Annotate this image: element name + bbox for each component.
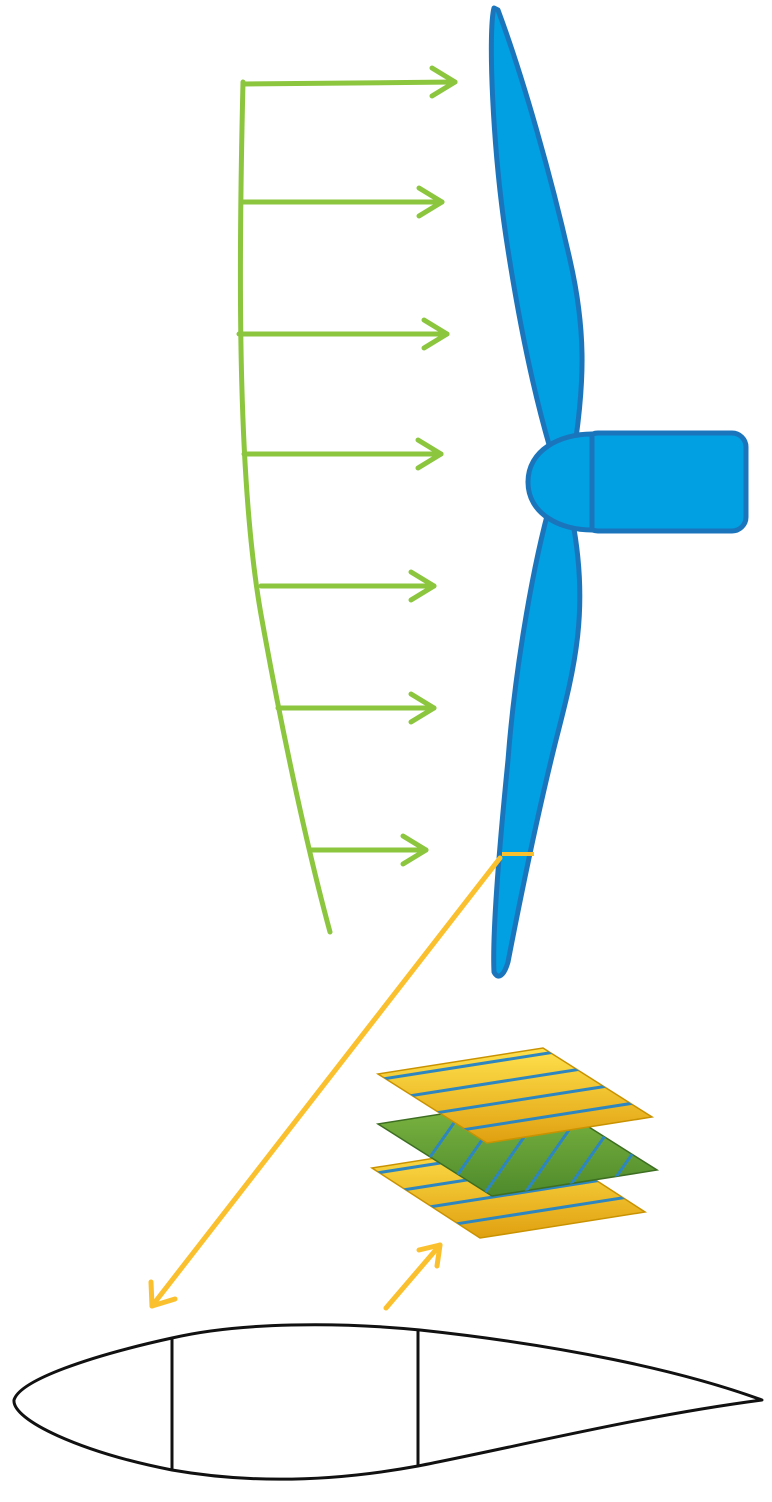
- wind-arrow: [238, 185, 445, 219]
- layup-callout-arrow: [383, 1242, 443, 1311]
- wind-profile-envelope-line: [237, 79, 333, 935]
- composite-layup: [369, 1047, 660, 1239]
- wind-turbine: [488, 5, 749, 979]
- wind-arrow: [240, 65, 458, 99]
- section-callout-arrow: [148, 855, 503, 1309]
- airfoil-outline: [12, 1323, 764, 1481]
- wind-arrow: [275, 691, 437, 725]
- wind-profile: [236, 65, 458, 935]
- turbine-blade-lower: [491, 509, 583, 979]
- wind-arrow: [241, 437, 444, 471]
- airfoil-section: [12, 1323, 764, 1481]
- wind-arrow: [258, 569, 437, 603]
- turbine-nacelle: [581, 430, 749, 534]
- turbine-hub-nose: [525, 431, 595, 533]
- wind-arrow: [236, 317, 450, 351]
- turbine-blade-upper: [488, 5, 585, 451]
- wind-arrow: [308, 833, 429, 867]
